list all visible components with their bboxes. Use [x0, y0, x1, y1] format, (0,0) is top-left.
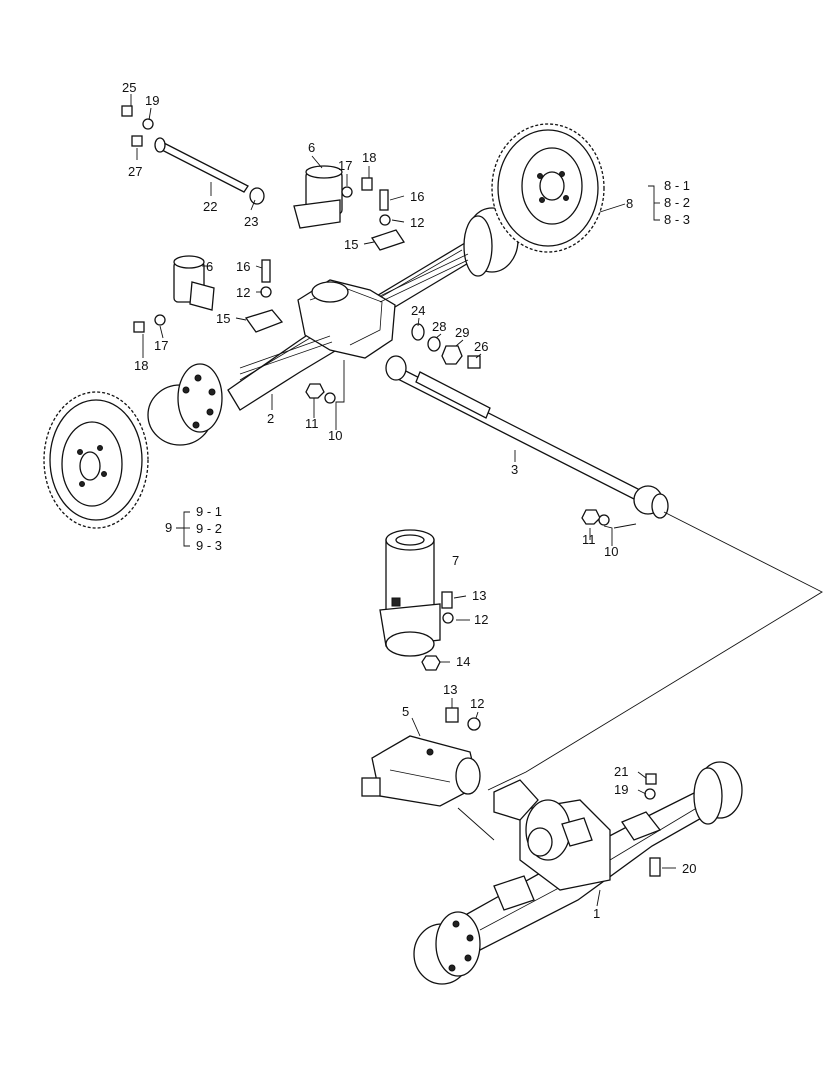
fasteners — [121, 105, 661, 877]
propeller-shaft — [385, 355, 669, 519]
assembly-reference-line-2 — [457, 807, 495, 841]
callout-6: 6 — [308, 140, 315, 155]
callout-8-1: 8 - 1 — [664, 178, 690, 193]
callout-14: 14 — [456, 654, 470, 669]
callout-16: 16 — [410, 189, 424, 204]
callout-22: 22 — [203, 199, 217, 214]
callout-11-lower: 11 — [582, 532, 596, 547]
callout-12-motor: 12 — [474, 612, 488, 627]
callout-20: 20 — [682, 861, 696, 876]
callout-24: 24 — [411, 303, 425, 318]
callout-10: 10 — [328, 428, 342, 443]
callout-3: 3 — [511, 462, 518, 477]
callout-18-lower: 18 — [134, 358, 148, 373]
front-left-wheel — [43, 391, 149, 529]
callout-labels: 25 19 27 22 23 6 17 18 16 12 15 8 8 - 1 … — [122, 80, 696, 921]
callout-13: 13 — [472, 588, 486, 603]
hydraulic-motor — [379, 529, 441, 657]
callout-11: 11 — [305, 416, 319, 431]
callout-18: 18 — [362, 150, 376, 165]
callout-15-lower: 15 — [216, 311, 230, 326]
callout-16-lower: 16 — [236, 259, 250, 274]
callout-25: 25 — [122, 80, 136, 95]
front-right-wheel — [491, 123, 605, 253]
steering-cylinder-lower — [173, 255, 215, 311]
steering-cylinder-upper — [293, 165, 343, 229]
leader-lines — [130, 94, 676, 907]
callout-8-2: 8 - 2 — [664, 195, 690, 210]
callout-23: 23 — [244, 214, 258, 229]
callout-17-lower: 17 — [154, 338, 168, 353]
callout-9-2: 9 - 2 — [196, 521, 222, 536]
callout-12: 12 — [410, 215, 424, 230]
assembly-reference-line — [487, 511, 823, 791]
callout-27: 27 — [128, 164, 142, 179]
callout-28: 28 — [432, 319, 446, 334]
callout-12-pump: 12 — [470, 696, 484, 711]
callout-7: 7 — [452, 553, 459, 568]
callout-2: 2 — [267, 411, 274, 426]
callout-13-pump: 13 — [443, 682, 457, 697]
front-axle-assembly — [147, 207, 519, 446]
callout-19-rear: 19 — [614, 782, 628, 797]
rear-axle-assembly — [413, 761, 743, 985]
callout-9: 9 — [165, 520, 172, 535]
callout-12-lower: 12 — [236, 285, 250, 300]
callout-6-lower: 6 — [206, 259, 213, 274]
callout-10-lower: 10 — [604, 544, 618, 559]
callout-26: 26 — [474, 339, 488, 354]
callout-5: 5 — [402, 704, 409, 719]
callout-9-1: 9 - 1 — [196, 504, 222, 519]
callout-8-3: 8 - 3 — [664, 212, 690, 227]
callout-19: 19 — [145, 93, 159, 108]
callout-29: 29 — [455, 325, 469, 340]
callout-17: 17 — [338, 158, 352, 173]
callout-8: 8 — [626, 196, 633, 211]
callout-21: 21 — [614, 764, 628, 779]
callout-9-3: 9 - 3 — [196, 538, 222, 553]
callout-15: 15 — [344, 237, 358, 252]
callout-1: 1 — [593, 906, 600, 921]
pivot-pin — [154, 137, 265, 205]
hydraulic-pump — [361, 735, 481, 807]
